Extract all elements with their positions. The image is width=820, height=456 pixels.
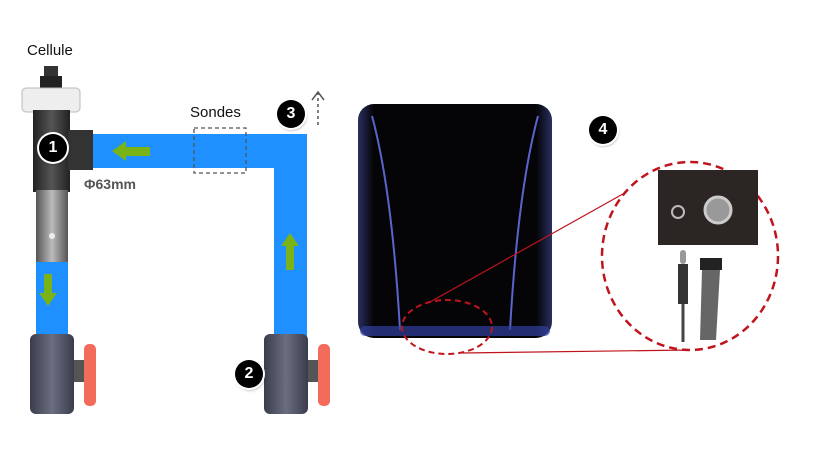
dashed-up-arrow-icon (311, 90, 325, 126)
badge-2: 2 (235, 360, 263, 388)
valve-right (264, 334, 330, 414)
cell-label: Cellule (27, 42, 73, 59)
probes-location-box (193, 127, 247, 174)
probes-label: Sondes (190, 104, 241, 121)
badge-3: 3 (277, 100, 305, 128)
badge-4: 4 (589, 116, 617, 144)
control-unit (358, 104, 552, 338)
flow-arrow-down-icon (39, 274, 57, 306)
flow-arrow-up-icon (281, 233, 299, 270)
pipe-diameter-label: Φ63mm (84, 176, 136, 192)
badge-1: 1 (39, 134, 67, 162)
valve-left (30, 334, 96, 414)
electrolysis-cell (21, 66, 93, 262)
flow-arrow-left-icon (112, 141, 150, 161)
connector-callout (401, 160, 780, 355)
